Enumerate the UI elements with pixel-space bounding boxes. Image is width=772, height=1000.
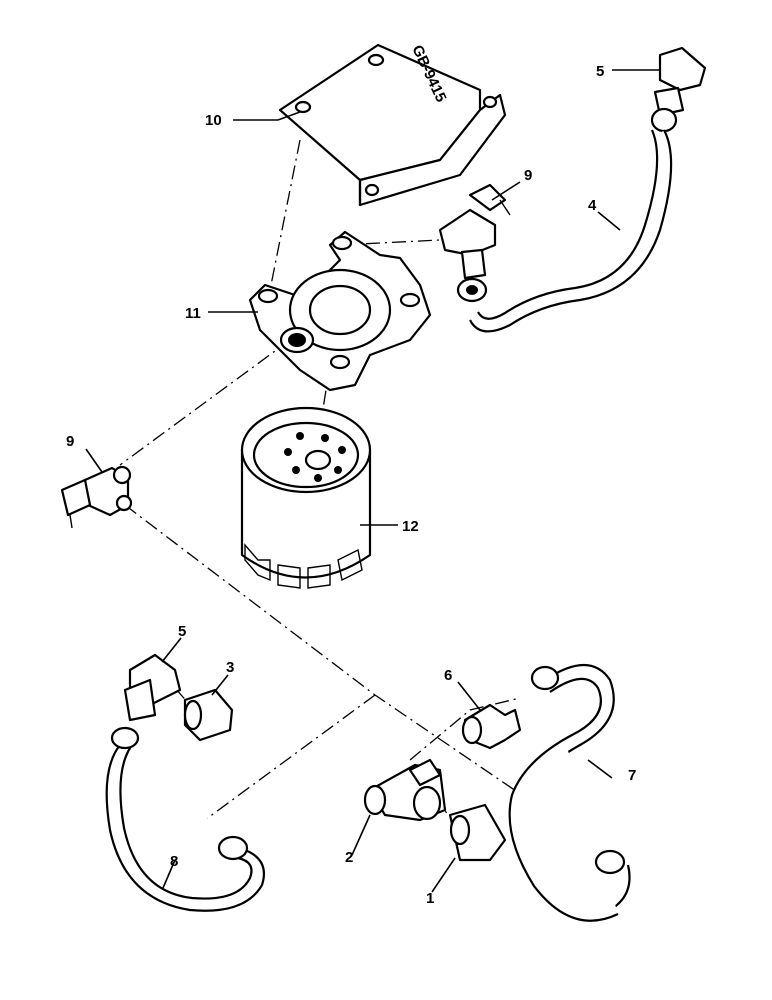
tee-fitting-2: [363, 758, 447, 822]
callout-5-lower: 5: [178, 623, 186, 640]
oil-pipe-7: [508, 663, 631, 922]
tee-fitting-lower: [60, 465, 133, 529]
oil-pipe-8: [105, 726, 266, 912]
adapter-fitting: [461, 703, 522, 750]
mounting-bracket: [278, 43, 507, 207]
leader-lines: [85, 69, 660, 893]
callout-11: 11: [185, 305, 201, 322]
callout-9-upper: 9: [524, 167, 532, 184]
callout-8: 8: [170, 853, 178, 870]
callout-6: 6: [444, 667, 452, 684]
callout-2: 2: [345, 849, 353, 866]
elbow-fitting-upper: [650, 46, 707, 133]
callout-7: 7: [628, 767, 636, 784]
callout-10: 10: [205, 112, 222, 129]
callout-4: 4: [588, 197, 597, 214]
callout-12: 12: [402, 518, 419, 535]
elbow-fitting-lower: [123, 653, 182, 722]
oil-pipe-4: [469, 129, 673, 333]
callout-9-lower: 9: [66, 433, 74, 450]
callout-5-upper: 5: [596, 63, 604, 80]
oil-filter-canister: [240, 406, 372, 589]
callout-labels: 10 11 12 9 9 5 4 5 3 6 7 2 1 8: [66, 63, 636, 907]
callout-1: 1: [426, 890, 434, 907]
callout-3: 3: [226, 659, 234, 676]
filter-head: [248, 230, 432, 392]
connector-fitting-1: [448, 803, 507, 862]
tee-fitting-upper: [438, 183, 511, 303]
plug-fitting: [183, 688, 234, 742]
